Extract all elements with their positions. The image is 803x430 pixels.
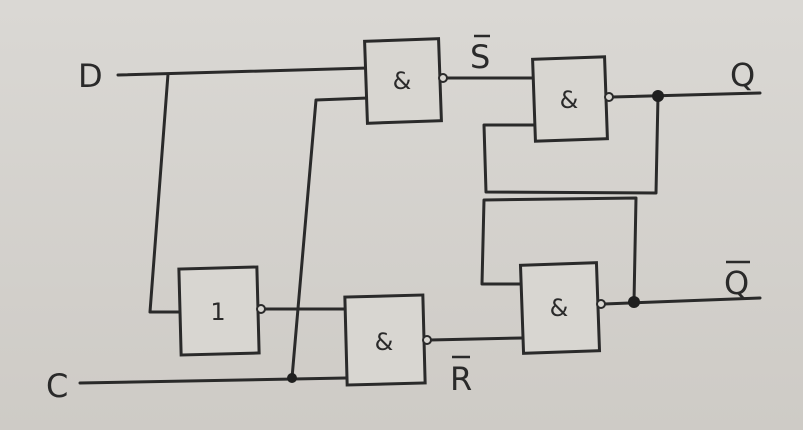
junctions — [287, 90, 664, 383]
wire-clock-to-nand-s — [290, 96, 370, 380]
label-c: C — [46, 367, 68, 405]
wires — [78, 66, 762, 385]
signal-labels: D C S R Q Q — [46, 34, 755, 405]
nand-q-label: & — [560, 86, 579, 114]
nand-gate-qbar: & — [518, 261, 606, 355]
wire-q-feedback — [482, 94, 660, 195]
junction-clock — [287, 373, 297, 383]
junction-qbar — [628, 296, 640, 308]
wire-qbar-feedback — [480, 196, 638, 304]
label-r-bar: R — [450, 360, 472, 398]
inverter-label: 1 — [210, 298, 225, 326]
label-s-bar: S — [470, 38, 490, 76]
wire-r-bar — [428, 336, 524, 342]
inverter-gate: 1 — [177, 265, 266, 357]
wire-q-output — [610, 91, 762, 99]
nand-gate-q: & — [531, 55, 614, 143]
wire-d-to-inverter — [148, 72, 184, 314]
wire-clock-input — [78, 376, 348, 385]
nand-s-label: & — [393, 67, 412, 95]
wire-d-input — [116, 66, 370, 77]
label-q-bar: Q — [724, 264, 749, 302]
nand-qbar-label: & — [550, 294, 569, 322]
nand-gate-r: & — [343, 293, 432, 387]
label-q: Q — [730, 56, 755, 94]
label-d: D — [78, 57, 103, 95]
nand-r-label: & — [375, 328, 394, 356]
nand-gate-s: & — [363, 37, 448, 125]
junction-q — [652, 90, 664, 102]
